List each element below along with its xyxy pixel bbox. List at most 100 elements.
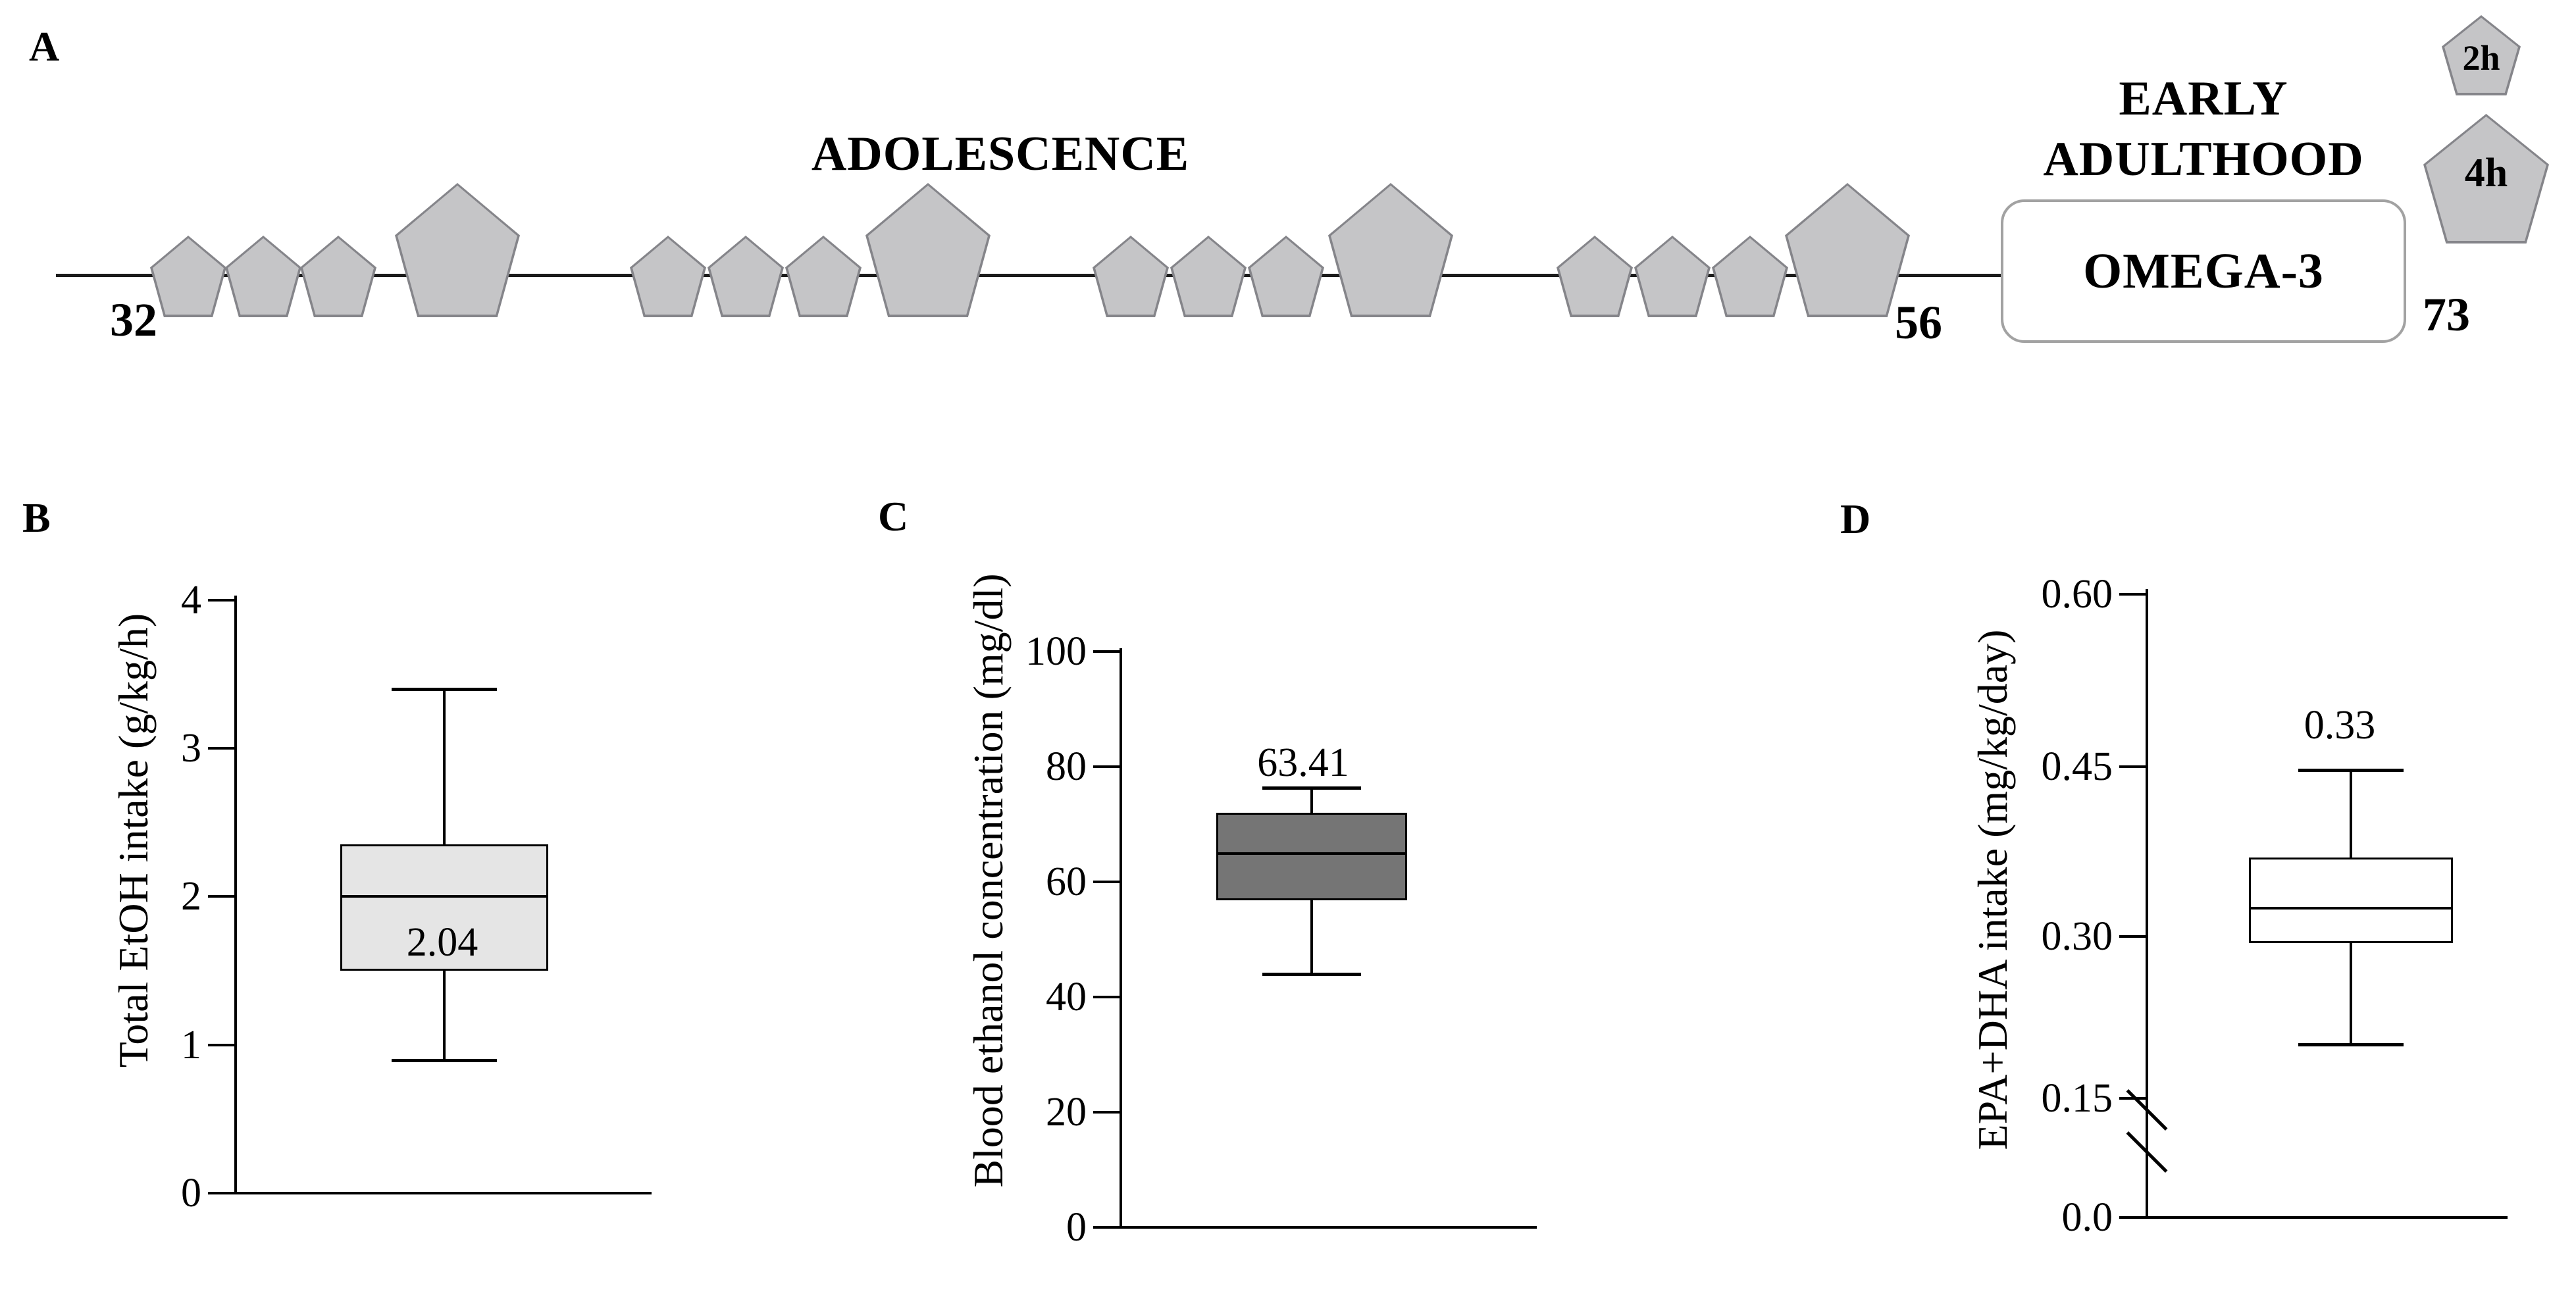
panel-c-median-line — [1218, 852, 1405, 856]
panel-c-tick-mark — [1093, 1226, 1120, 1229]
session-pentagon-2h-fill — [1095, 238, 1166, 315]
session-pentagon-2h — [1248, 236, 1324, 317]
panel-b-x-axis — [234, 1192, 652, 1194]
panel-d-median-line — [2251, 907, 2451, 910]
session-pentagon-4h-fill — [1331, 186, 1451, 315]
panel-c-whisker-cap-top — [1262, 786, 1361, 790]
panel-d-tick-label: 0.45 — [2041, 744, 2113, 789]
session-pentagon-2h — [708, 236, 784, 317]
panel-c-letter: C — [878, 493, 909, 540]
adolescence-heading: ADOLESCENCE — [811, 127, 1190, 181]
session-pentagon-2h — [630, 236, 706, 317]
session-pentagon-4h-fill — [1788, 186, 1907, 315]
panel-d-tick-label: 0.60 — [2041, 572, 2113, 617]
panel-b-tick-mark — [208, 1192, 234, 1194]
session-pentagon-4h — [1328, 183, 1453, 317]
panel-b-tick-mark — [208, 1044, 234, 1046]
panel-c-whisker-lower — [1310, 900, 1313, 974]
session-pentagon-2h — [1557, 236, 1633, 317]
session-pentagon-2h — [785, 236, 862, 317]
age-label-32: 32 — [110, 294, 157, 346]
legend-pentagon-2h: 2h — [2442, 15, 2521, 95]
panel-d-whisker-cap-top — [2298, 769, 2404, 773]
panel-d-whisker-lower — [2350, 942, 2352, 1044]
panel-c-whisker-cap-bottom — [1262, 973, 1361, 976]
legend-pentagon-2h-label: 2h — [2462, 38, 2500, 78]
session-pentagon-2h-fill — [710, 238, 781, 315]
legend-pentagon-4h: 4h — [2423, 114, 2549, 243]
panel-c-tick-label: 0 — [1066, 1205, 1087, 1250]
panel-c-tick-label: 80 — [1046, 744, 1087, 789]
panel-b-whisker-cap-bottom — [392, 1058, 497, 1062]
panel-d-x-axis — [2146, 1216, 2508, 1219]
session-pentagon-2h-fill — [788, 238, 859, 315]
panel-d-iqr-box — [2249, 857, 2453, 943]
age-label-73: 73 — [2423, 288, 2470, 341]
panel-b-tick-mark — [208, 747, 234, 750]
panel-d-mean-annotation: 0.33 — [2304, 703, 2376, 748]
omega3-box: OMEGA-3 — [2001, 199, 2406, 343]
panel-b-median-line — [342, 895, 546, 898]
panel-b-iqr-box — [340, 844, 548, 971]
session-pentagon-2h-fill — [1559, 238, 1630, 315]
legend-pentagon-4h-label: 4h — [2464, 151, 2508, 195]
early-adulthood-heading: EARLY ADULTHOOD — [2001, 68, 2406, 190]
session-pentagon-2h — [1634, 236, 1711, 317]
panel-b-y-axis — [234, 596, 237, 1194]
panel-b-whisker-cap-top — [392, 688, 497, 691]
panel-a-letter: A — [29, 23, 60, 70]
session-pentagon-2h — [1093, 236, 1169, 317]
panel-b-tick-label: 1 — [181, 1023, 201, 1067]
panel-b-whisker-lower — [443, 971, 446, 1060]
session-pentagon-4h — [865, 183, 991, 317]
session-pentagon-2h-fill — [1250, 238, 1322, 315]
panel-b-tick-label: 2 — [181, 874, 201, 919]
early-adulthood-line1: EARLY — [2119, 72, 2288, 126]
panel-c-whisker-upper — [1310, 788, 1313, 813]
session-pentagon-4h-fill — [868, 186, 988, 315]
panel-c-tick-label: 60 — [1046, 859, 1087, 904]
session-pentagon-4h — [395, 183, 520, 317]
panel-d-y-axis-title: EPA+DHA intake (mg/kg/day) — [1969, 629, 2016, 1150]
panel-c-mean-annotation: 63.41 — [1257, 740, 1349, 785]
panel-c-tick-mark — [1093, 1111, 1120, 1114]
panel-d-tick-mark — [2119, 765, 2146, 768]
session-pentagon-2h — [300, 236, 376, 317]
panel-d-letter: D — [1840, 496, 1871, 542]
panel-b-tick-mark — [208, 599, 234, 602]
panel-c-tick-label: 20 — [1046, 1090, 1087, 1135]
panel-b-letter: B — [22, 494, 51, 541]
panel-c-tick-mark — [1093, 996, 1120, 998]
omega3-box-label: OMEGA-3 — [2083, 243, 2324, 299]
panel-d-tick-mark — [2119, 593, 2146, 596]
panel-d-tick-mark — [2119, 1216, 2146, 1219]
session-pentagon-2h — [1712, 236, 1788, 317]
session-pentagon-2h-fill — [1637, 238, 1708, 315]
timeline-line — [56, 274, 2001, 277]
panel-d-whisker-cap-bottom — [2298, 1043, 2404, 1046]
session-pentagon-4h-fill — [398, 186, 517, 315]
panel-d-tick-label: 0.0 — [2061, 1195, 2113, 1240]
panel-d-tick-label: 0.30 — [2041, 914, 2113, 959]
panel-d-y-axis — [2146, 589, 2148, 1219]
session-pentagon-2h-fill — [1173, 238, 1244, 315]
panel-c-tick-label: 100 — [1025, 629, 1087, 674]
session-pentagon-2h-fill — [632, 238, 704, 315]
panel-b-mean-annotation: 2.04 — [406, 920, 478, 965]
panel-c-tick-label: 40 — [1046, 975, 1087, 1019]
session-pentagon-2h-fill — [1714, 238, 1786, 315]
panel-c-iqr-box — [1216, 813, 1407, 900]
session-pentagon-2h-fill — [228, 238, 299, 315]
panel-b-tick-label: 0 — [181, 1171, 201, 1216]
panel-d-whisker-upper — [2350, 770, 2352, 858]
panel-d-tick-label: 0.15 — [2041, 1076, 2113, 1121]
age-label-56: 56 — [1895, 296, 1942, 349]
panel-c-tick-mark — [1093, 881, 1120, 883]
panel-b-tick-label: 3 — [181, 726, 201, 771]
panel-c-y-axis — [1120, 648, 1122, 1229]
panel-b-tick-mark — [208, 895, 234, 898]
panel-c-tick-mark — [1093, 765, 1120, 768]
panel-c-tick-mark — [1093, 650, 1120, 653]
early-adulthood-line2: ADULTHOOD — [2043, 132, 2364, 186]
